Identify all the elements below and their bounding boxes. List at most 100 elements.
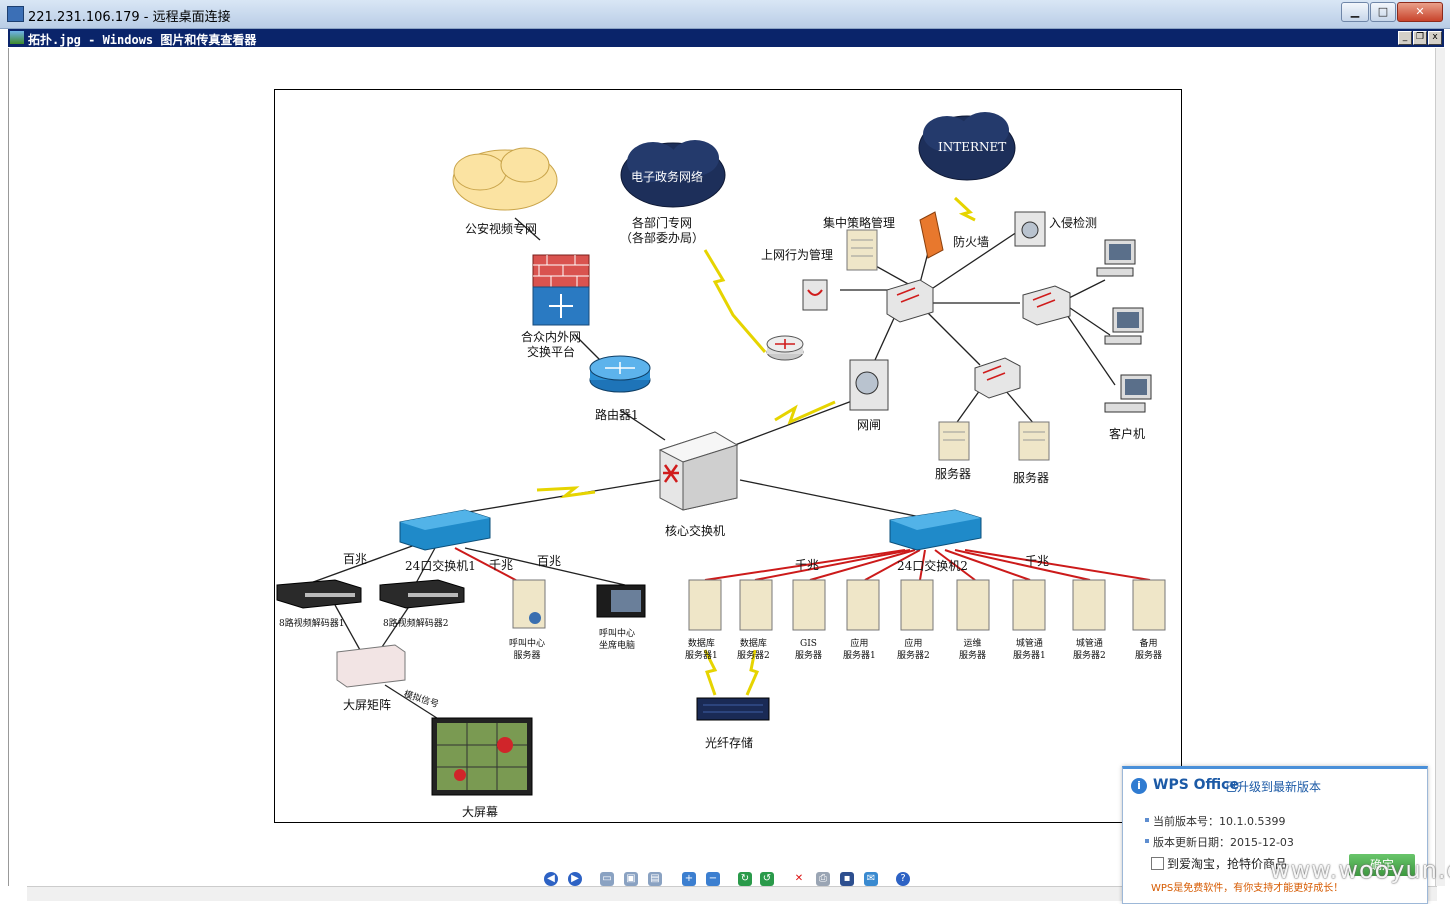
label-big-matrix: 大屏矩阵 [343, 698, 392, 712]
link-client2 [1069, 307, 1111, 336]
link-switch-serverswitch [924, 309, 981, 366]
label-server-a: 服务器 [935, 467, 972, 481]
link-core-gatekeeper [734, 397, 861, 446]
label-police-net: 公安视频专网 [465, 222, 538, 236]
previous-image-icon[interactable]: ◀ [544, 872, 558, 886]
link-core-switch2 [739, 479, 936, 521]
behavior-mgmt-icon [802, 279, 828, 311]
help-icon[interactable]: ? [896, 872, 910, 886]
print-icon[interactable]: ⎙ [816, 872, 830, 886]
taobao-checkbox[interactable] [1151, 857, 1164, 870]
link-decoder1-matrix [334, 604, 361, 651]
maximize-button[interactable]: □ [1370, 2, 1396, 22]
rdp-title-bar: 221.231.106.179 - 远程桌面连接 ▁ □ ✕ [0, 0, 1450, 29]
label-server-2-l2: 服务器2 [737, 651, 770, 661]
label-speed-100-a: 百兆 [343, 552, 368, 566]
next-image-icon[interactable]: ▶ [568, 872, 582, 886]
open-with-icon[interactable]: ✉ [864, 872, 878, 886]
save-icon[interactable]: ▪ [840, 872, 854, 886]
label-firewall: 防火墙 [953, 235, 990, 249]
label-speed-100-b: 百兆 [537, 554, 562, 568]
label-call-pc-line2: 坐席电脑 [599, 641, 636, 651]
policy-server-icon [846, 229, 878, 271]
minimize-button[interactable]: ▁ [1341, 2, 1369, 22]
close-button[interactable]: ✕ [1397, 2, 1443, 22]
client-pc-2-icon [1104, 307, 1144, 345]
firewall-icon [919, 211, 944, 259]
rotate-clockwise-icon[interactable]: ↻ [738, 872, 752, 886]
link-switch2-ops [934, 549, 976, 581]
big-screen-icon [431, 717, 533, 796]
actual-size-icon[interactable]: ▣ [624, 872, 638, 886]
label-server-4-l2: 服务器1 [843, 651, 876, 661]
watermark: www.wooyun.org [1270, 856, 1450, 884]
rdp-title: 221.231.106.179 - 远程桌面连接 [28, 10, 231, 25]
label-server-1-l1: 数据库 [687, 639, 715, 649]
viewer-minimize-button[interactable]: _ [1398, 31, 1412, 45]
label-switch1: 24口交换机1 [405, 559, 476, 573]
label-egov-net: 电子政务网络 [631, 170, 704, 184]
link-db1-storage [703, 649, 718, 696]
call-center-server-icon [512, 579, 546, 629]
label-call-server-line2: 服务器 [513, 651, 541, 661]
label-server-8-l1: 城管通 [1075, 639, 1103, 649]
wps-message: 已升级到最新版本 [1225, 780, 1322, 794]
wps-ok-button[interactable]: 确定 [1349, 854, 1415, 876]
wps-brand: WPS Office [1153, 777, 1239, 793]
label-fiber-storage: 光纤存储 [705, 736, 754, 750]
best-fit-icon[interactable]: ▭ [600, 872, 614, 886]
label-call-pc-line1: 呼叫中心 [599, 629, 636, 639]
label-exchange-platform: 合众内外网 交换平台 [521, 330, 581, 360]
wps-footer: WPS是免费软件，有你支持才能更好成长！ [1151, 883, 1344, 894]
internet-cloud-shape [918, 112, 1016, 181]
gatekeeper-icon [849, 359, 889, 411]
server-row-icons [688, 579, 1166, 631]
link-core-switch1-bolt [536, 486, 596, 499]
link-internet-firewall [953, 196, 976, 222]
viewer-restore-button[interactable]: ❐ [1413, 31, 1427, 45]
label-server-9: 备用服务器 [1135, 638, 1162, 662]
link-client1 [1064, 279, 1106, 301]
label-call-server-line1: 呼叫中心 [509, 639, 546, 649]
label-server-6-l1: 运维 [963, 639, 982, 649]
link-serverswitch-server2 [1004, 389, 1036, 426]
label-server-7: 城管通服务器1 [1013, 638, 1046, 662]
zoom-in-icon[interactable]: + [682, 872, 696, 886]
label-core-switch: 核心交换机 [665, 524, 726, 538]
bullet-icon [1145, 818, 1149, 822]
link-switch2-spare [964, 549, 1151, 581]
dmz-server-1-icon [938, 421, 970, 461]
link-core-gatekeeper-bolt [774, 400, 836, 425]
switch2-icon [889, 509, 982, 551]
label-server-4: 应用服务器1 [843, 638, 876, 662]
zoom-out-icon[interactable]: − [706, 872, 720, 886]
viewer-close-button[interactable]: x [1428, 31, 1442, 45]
vertical-scrollbar[interactable] [1435, 48, 1445, 886]
exchange-platform-icon [532, 254, 590, 326]
link-switch1-decoder2 [414, 547, 436, 586]
link-switch2-cm2 [954, 549, 1091, 581]
link-db2-storage [745, 649, 760, 696]
image-viewer-icon [10, 31, 24, 44]
label-client: 客户机 [1109, 427, 1146, 441]
label-call-server: 呼叫中心 服务器 [509, 638, 545, 662]
label-server-1: 数据库服务器1 [685, 638, 718, 662]
rotate-counterclockwise-icon[interactable]: ↺ [760, 872, 774, 886]
delete-icon[interactable]: ✕ [792, 872, 806, 886]
label-speed-1000-c: 千兆 [1025, 554, 1050, 568]
decoder2-icon [379, 579, 465, 609]
label-server-2-l1: 数据库 [739, 639, 767, 649]
label-server-7-l2: 服务器1 [1013, 651, 1046, 661]
label-server-4-l1: 应用 [850, 639, 869, 649]
wps-date: 版本更新日期：2015-12-03 [1153, 836, 1294, 849]
viewer-title-bar: 拓扑.jpg - Windows 图片和传真查看器 _ ❐ x [8, 29, 1444, 47]
label-server-2: 数据库服务器2 [737, 638, 770, 662]
label-server-3-l1: GIS [800, 639, 817, 649]
label-gatekeeper: 网闸 [857, 418, 882, 432]
taobao-checkbox-label[interactable]: 到爱淘宝，抢特价商品 [1167, 857, 1288, 871]
label-server-5: 应用服务器2 [897, 638, 930, 662]
horizontal-scrollbar[interactable] [27, 886, 1437, 901]
slideshow-icon[interactable]: ▤ [648, 872, 662, 886]
label-decoder1: 8路视频解码器1 [279, 619, 345, 629]
router1-icon [589, 355, 651, 393]
